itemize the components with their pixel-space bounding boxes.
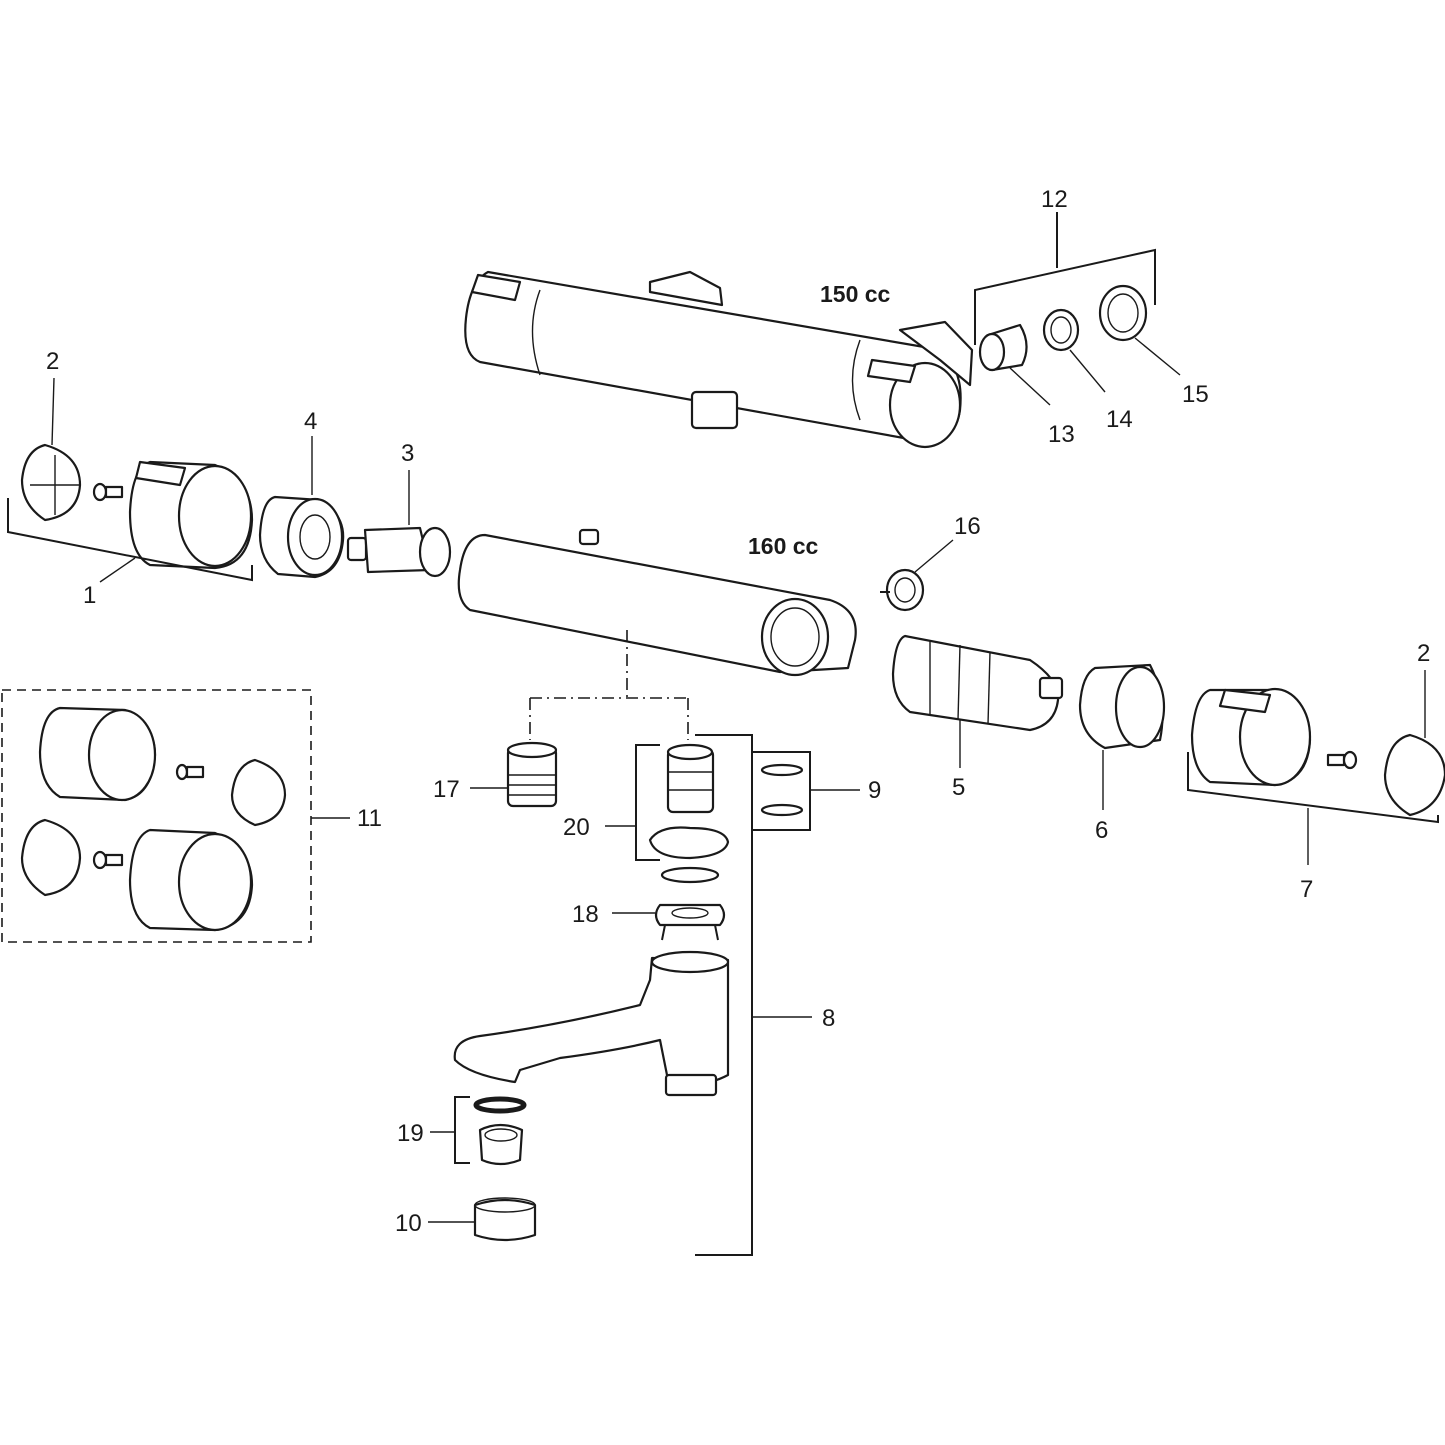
o-ring [660, 866, 720, 884]
callout-14: 14 [1106, 406, 1133, 433]
part-15-washer [1098, 284, 1148, 342]
callout-18: 18 [572, 901, 599, 928]
callout-16: 16 [954, 513, 981, 540]
part-10-aerator [473, 1197, 537, 1242]
part-19-aerator-set [473, 1096, 527, 1166]
callout-17: 17 [433, 776, 460, 803]
callout-2-right: 2 [1417, 640, 1430, 667]
volume-label-150cc: 150 cc [820, 281, 891, 307]
part-1-handle-left [128, 460, 254, 570]
callout-4: 4 [304, 408, 317, 435]
part-8-spout [453, 950, 730, 1097]
callout-13: 13 [1048, 421, 1075, 448]
callout-11: 11 [357, 805, 382, 832]
part-14-filter [1042, 308, 1080, 352]
callout-19: 19 [397, 1120, 424, 1147]
callout-20: 20 [563, 814, 590, 841]
callout-12: 12 [1041, 186, 1068, 213]
thermostat-body-160cc [457, 528, 857, 677]
volume-label-160cc: 160 cc [748, 533, 819, 559]
part-9-o-rings [760, 763, 804, 817]
screw-icon [92, 482, 124, 502]
part-2-cap-right [1383, 733, 1445, 817]
part-6-adapter-ring [1078, 663, 1166, 750]
part-3-spindle [346, 526, 452, 578]
callout-15: 15 [1182, 381, 1209, 408]
callout-7: 7 [1300, 876, 1313, 903]
callout-9: 9 [868, 777, 881, 804]
part-4-temperature-stop [258, 495, 345, 579]
callout-8: 8 [822, 1005, 835, 1032]
callout-2-left: 2 [46, 348, 59, 375]
part-5-thermostatic-cartridge [891, 634, 1064, 732]
callout-1: 1 [83, 582, 96, 609]
screw-icon [1326, 750, 1358, 770]
callout-3: 3 [401, 440, 414, 467]
callout-6: 6 [1095, 817, 1108, 844]
callout-5: 5 [952, 774, 965, 801]
callout-10: 10 [395, 1210, 422, 1237]
part-7-handle-right [1190, 687, 1312, 787]
part-13-check-valve [978, 323, 1028, 372]
thermostat-body-150cc [464, 270, 974, 449]
part-17-connector [506, 741, 558, 808]
part-16-nonreturn-valve [880, 568, 925, 612]
part-18-clip [654, 903, 726, 941]
part-2-cap-left [20, 443, 82, 522]
part-20-spout-connector [648, 743, 730, 860]
part-11-handle-set [20, 706, 287, 932]
